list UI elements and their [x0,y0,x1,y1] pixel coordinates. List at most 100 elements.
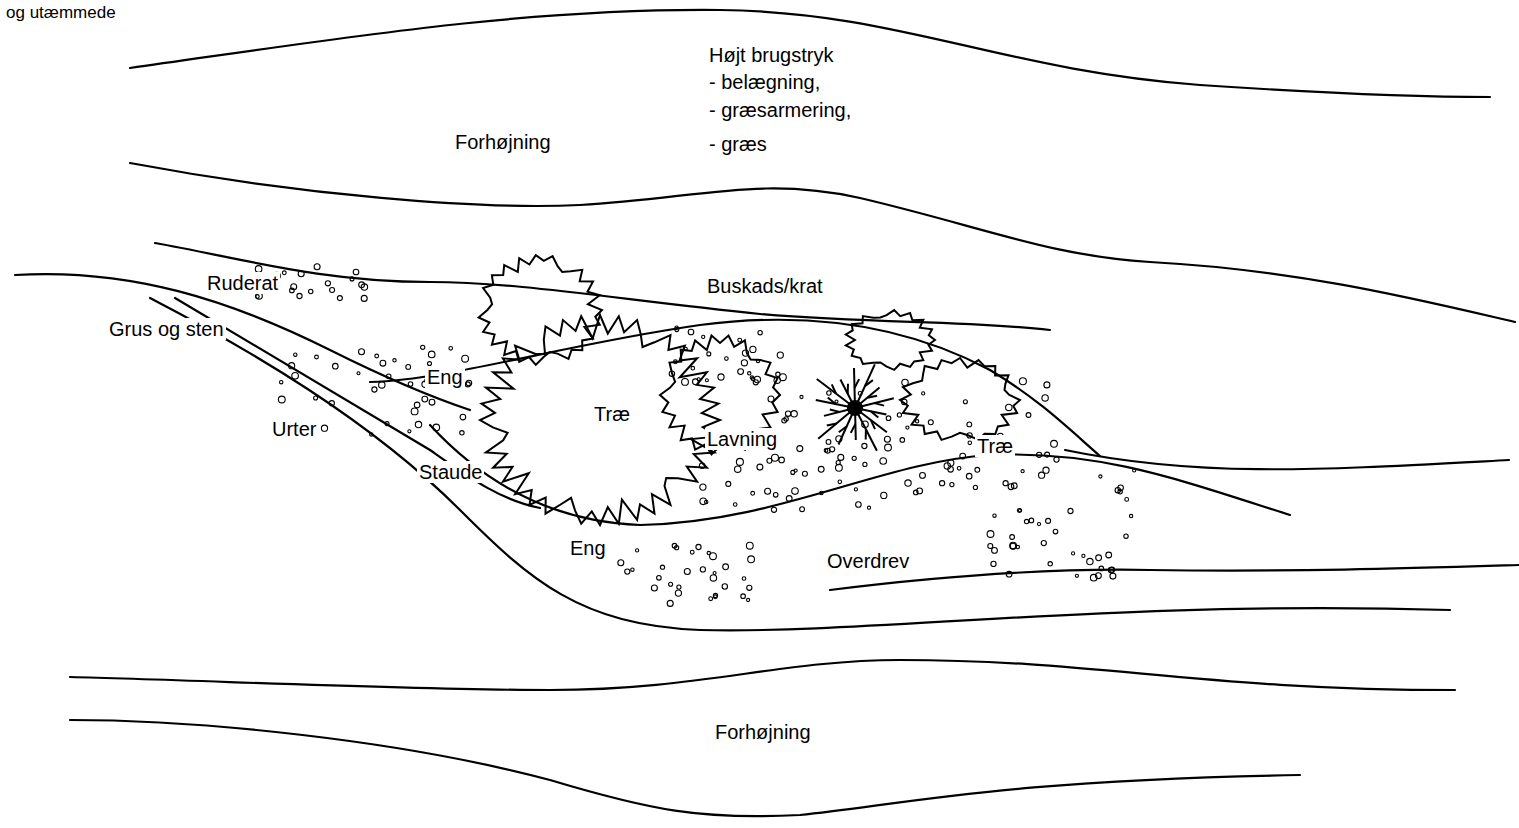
shrub-dot [802,471,807,476]
shrub-dot [920,473,926,479]
shrub-dot [411,408,418,415]
shrub-dot [385,422,389,426]
shrub-dot [414,402,420,408]
shrub-dot [884,436,890,442]
shrub-dot [1041,541,1046,546]
shrub-dot [433,424,440,431]
shrub-dot [880,458,887,465]
band-line [70,660,1455,690]
shrub-dot [797,446,803,452]
shrub-dot [767,458,772,463]
region-label: og utæmmede [4,2,118,24]
tree-twig [830,410,840,412]
shrub-dot [677,585,681,589]
tree-twig [867,396,877,398]
shrub-dot [1096,555,1102,561]
shrub-dot [321,425,327,431]
region-label: Eng [568,537,608,559]
shrub-dot [280,381,283,384]
shrub-dot [991,561,996,566]
shrub-dot [900,438,905,443]
tree-trunk [848,401,862,415]
shrub-dot [1010,543,1016,549]
shrub-dot [746,542,753,549]
shrub-dot [757,464,763,470]
shrub-dot [987,531,994,538]
shrub-dot [835,400,838,403]
tree-twig [865,380,873,386]
shrub-dot [818,466,824,472]
shrub-dot [1072,552,1075,555]
region-label: - græsarmering, [707,99,853,121]
region-label: Træ [975,435,1015,457]
shrub-dot [1082,554,1085,557]
shrub-dot [1048,562,1052,566]
shrub-dot [699,463,704,468]
shrub-dot [298,271,304,277]
shrub-dot [408,382,413,387]
tree-twig [855,379,860,388]
shrub-dot [944,463,950,469]
region-label: Lavning [705,428,779,450]
shrub-dot [768,396,774,402]
shrub-dot [993,514,996,517]
shrub-dot [973,485,977,489]
shrub-dot [289,363,295,369]
shrub-dot [838,480,842,484]
shrub-dot [863,462,867,466]
shrub-dot [660,565,664,569]
shrub-dot [700,567,705,572]
shrub-dot [682,379,689,386]
shrub-dot [754,376,760,382]
shrub-dot [922,392,925,395]
shrub-dot [1125,498,1129,502]
shrub-dot [428,351,435,358]
shrub-dot [742,350,748,356]
shrub-dot [705,379,708,382]
band-line [15,274,470,410]
shrub-dot [372,387,377,392]
shrub-dot [1108,567,1114,573]
shrub-dot [337,296,342,301]
shrub-dot [820,491,823,494]
region-label: Højt brugstryk [707,44,835,66]
shrub-dot [684,347,687,350]
region-label: Grus og sten [107,318,226,340]
shrub-dot [1106,552,1112,558]
shrub-dot [278,396,285,403]
shrub-dot [707,352,711,356]
shrub-dot [856,502,862,508]
shrub-dot [782,418,787,423]
shrub-dot [667,600,673,606]
shrub-dot [836,464,843,471]
shrub-dot [315,355,319,359]
shrub-dot [314,264,320,270]
shrub-dot [968,441,972,445]
shrub-dot [379,382,385,388]
shrub-dot [462,355,469,362]
shrub-dot [756,359,759,362]
shrub-dot [309,289,313,293]
shrub-dot [1037,452,1042,457]
shrub-dot [1115,488,1120,493]
shrub-dot [1075,574,1078,577]
shrub-dot [1037,523,1040,526]
tree-canopy [660,336,780,455]
shrub-dot [1099,475,1102,478]
band-line [150,298,1450,630]
shrub-dot [290,288,295,293]
shrub-dot [917,488,923,494]
region-label: Overdrev [825,550,911,572]
shrub-dot [1124,534,1128,538]
region-label: Træ [592,403,632,425]
tree-twig [832,384,836,393]
shrub-dot [867,506,870,509]
shrub-dot [967,433,972,438]
tree-twig [851,424,856,433]
shrub-dot [772,454,779,461]
tree-canopy [900,358,1020,440]
shrub-dot [1042,395,1048,401]
shrub-dot [794,469,797,472]
shrub-dot [785,411,790,416]
